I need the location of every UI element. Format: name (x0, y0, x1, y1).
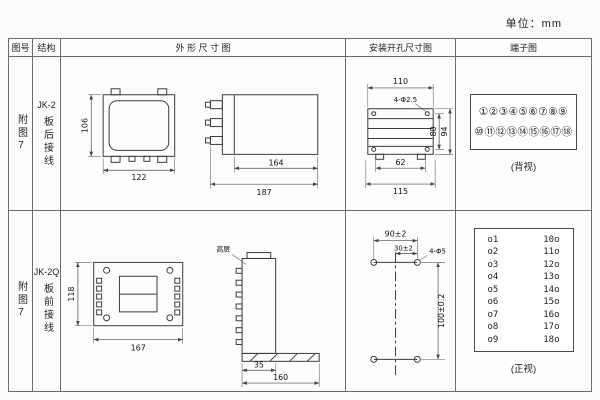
terminal-pair-row: o7 16o (488, 309, 560, 321)
header-col-terminal: 端子图 (456, 39, 591, 57)
terminal-left: o2 (487, 247, 499, 257)
terminal-right: 16o (543, 309, 560, 320)
row2-model-label: JK-2Q (33, 267, 60, 277)
header-col-struct: 结构 (33, 39, 61, 57)
terminal-pair-row: o6 15o (488, 296, 560, 308)
terminal-top-row: ①②③④⑤⑥⑦⑧⑨ (478, 106, 569, 118)
dim-width-top: 90±2 (385, 230, 407, 239)
dim-width-bottom-inner: 62 (395, 158, 405, 167)
spec-table: 图号 结构 外 形 尺 寸 图 安装开孔尺寸图 端子图 附图7 JK-2 板后接… (8, 38, 592, 392)
dimension-lines (76, 262, 320, 385)
dim-depth-body: 35 (254, 360, 264, 369)
dim-height-outer: 94 (440, 126, 449, 136)
terminal-right: 10o (543, 234, 560, 245)
terminal-view-label: (背视) (510, 162, 537, 173)
jk2q-front-view (93, 261, 184, 327)
terminal-pair-row: o9 18o (488, 334, 560, 346)
hole-spec-label: 4-Φ2.5 (394, 96, 417, 104)
terminal-left: o6 (487, 297, 499, 307)
jk2q-side-view (235, 252, 320, 362)
dim-depth-total: 187 (257, 188, 272, 197)
jk2-mount-drawing: 110 4-Φ2.5 80 94 62 115 (365, 77, 454, 196)
terminal-left: o5 (487, 284, 499, 295)
header-col-fig: 图号 (9, 39, 33, 57)
terminal-right: 15o (543, 297, 560, 307)
row2-terminal-cell: o1 10o o2 11o o3 12o o4 13o o5 14o (456, 211, 591, 391)
header-col-mount: 安装开孔尺寸图 (346, 39, 456, 57)
dimension-lines (373, 238, 440, 360)
mount-layout (370, 252, 421, 376)
dim-width: 167 (131, 343, 146, 352)
terminal-left: o1 (487, 234, 499, 245)
row2-structure-cell: JK-2Q 板前接线 (33, 211, 61, 391)
terminal-left: o4 (487, 272, 499, 282)
dim-height: 106 (80, 118, 89, 133)
terminal-right: 11o (543, 247, 560, 257)
dim-height: 100±0.2 (437, 294, 446, 328)
mount-profile (367, 108, 434, 160)
row1-model-label: JK-2 (37, 99, 56, 110)
row1-terminal-cell: ①②③④⑤⑥⑦⑧⑨ ⑩⑪⑫⑬⑭⑮⑯⑰⑱ (背视) (456, 57, 591, 211)
terminal-pair-row: o5 14o (488, 284, 560, 296)
row1-fig-cell: 附图7 (9, 57, 33, 211)
unit-label: 单位：mm (505, 18, 562, 30)
row2-fig-cell: 附图7 (9, 211, 33, 391)
terminal-right: 12o (543, 259, 560, 270)
dimension-lines (89, 94, 318, 186)
terminal-right: 18o (543, 334, 560, 345)
terminal-left: o9 (487, 334, 499, 345)
row2-fig-number: 附图7 (15, 281, 27, 321)
terminal-pair-row: o8 17o (488, 321, 560, 333)
terminal-pair-row: o2 11o (488, 246, 560, 258)
row2-mount-cell: 90±2 30±2 4-Φ5 100±0.2 (346, 211, 456, 391)
row2-wiring-label: 板前接线 (41, 283, 53, 335)
extension-lines (88, 94, 319, 189)
terminal-right: 17o (543, 322, 560, 332)
terminal-right: 14o (543, 284, 560, 295)
dim-height: 118 (67, 287, 76, 302)
dim-width-top: 110 (393, 77, 408, 86)
header-col-outline: 外 形 尺 寸 图 (61, 39, 346, 57)
row2-outline-cell: 118 167 高层 35 160 (61, 211, 346, 391)
jk2q-outline-drawing: 118 167 高层 35 160 (67, 245, 320, 388)
dim-width: 122 (131, 173, 146, 182)
dim-offset: 30±2 (394, 245, 413, 253)
jk2-front-view (102, 88, 176, 163)
terminal-pair-row: o4 13o (488, 271, 560, 283)
row1-outline-cell: 106 122 164 187 (61, 57, 346, 211)
terminal-diagram-front: o1 10o o2 11o o3 12o o4 13o o5 14o (473, 227, 574, 352)
dim-height-inner: 80 (429, 126, 438, 136)
hole-spec-label: 4-Φ5 (429, 248, 446, 256)
terminal-pair-row: o3 12o (488, 259, 560, 271)
terminal-diagram-back: ①②③④⑤⑥⑦⑧⑨ ⑩⑪⑫⑬⑭⑮⑯⑰⑱ (469, 94, 578, 150)
terminal-left: o8 (487, 322, 499, 332)
terminal-view-label: (正视) (510, 363, 537, 375)
row1-mount-cell: 110 4-Φ2.5 80 94 62 115 (346, 57, 456, 211)
extension-lines (74, 254, 320, 388)
terminal-pair-row: o1 10o (488, 234, 560, 246)
terminal-right: 13o (543, 272, 560, 282)
dimension-lines (365, 86, 452, 186)
dim-depth-total: 160 (273, 373, 288, 382)
dim-width-bottom-outer: 115 (393, 187, 408, 196)
row1-fig-number: 附图7 (15, 113, 27, 154)
row1-wiring-label: 板后接线 (41, 115, 53, 168)
jk2q-mount-drawing: 90±2 30±2 4-Φ5 100±0.2 (370, 230, 446, 376)
terminal-left: o7 (487, 309, 499, 320)
dim-depth-inner: 164 (268, 158, 283, 167)
terminal-left: o3 (487, 259, 499, 270)
terminal-bottom-row: ⑩⑪⑫⑬⑭⑮⑯⑰⑱ (474, 126, 573, 138)
jk2-side-view (204, 94, 319, 155)
height-note-label: 高层 (216, 245, 230, 254)
jk2-outline-drawing: 106 122 164 187 (80, 88, 319, 197)
row1-structure-cell: JK-2 板后接线 (33, 57, 61, 211)
